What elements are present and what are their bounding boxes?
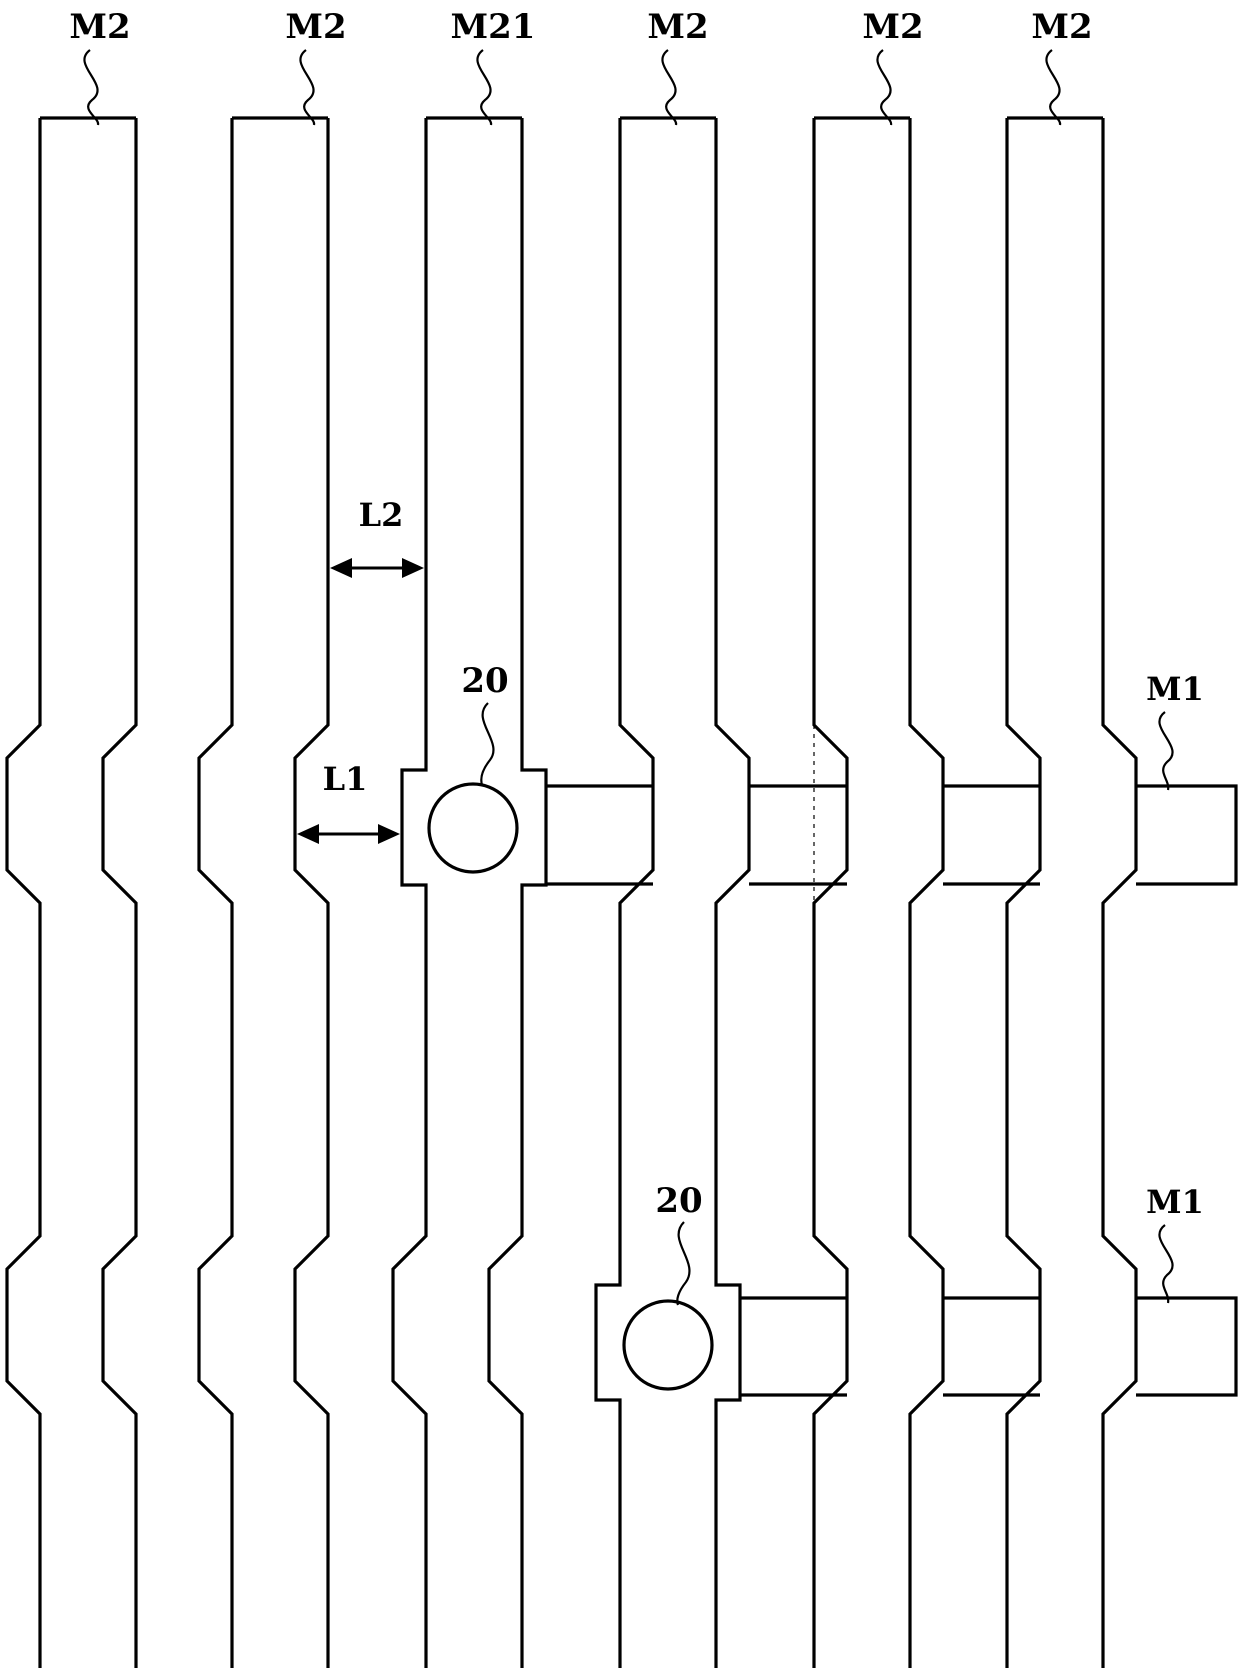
via-lower [624, 1301, 712, 1389]
m2-line-1-left-edge [7, 118, 40, 1668]
m21-line-right-edge [489, 118, 546, 1668]
connector-leader-lower [1159, 1225, 1172, 1303]
via-leader-lower [677, 1222, 689, 1305]
dimension-arrow-l1 [297, 824, 400, 844]
connector-leader-upper [1159, 712, 1172, 790]
via-leader-upper [481, 703, 493, 785]
m2-line-6-left-edge [1007, 118, 1040, 1668]
via-upper [429, 784, 517, 872]
line-label-3: M21 [451, 7, 536, 47]
line-label-1: M2 [69, 7, 130, 47]
m2-line-2-right-edge [295, 118, 328, 1668]
leader-line-5 [877, 50, 891, 125]
leader-line-1 [84, 50, 98, 125]
m21-line-left-edge [393, 118, 426, 1668]
via-label-lower: 20 [655, 1181, 702, 1221]
dimension-label-l1: L1 [323, 760, 368, 798]
line-label-2: M2 [285, 7, 346, 47]
m2-line-4-right-edge [716, 118, 749, 1668]
leader-line-6 [1046, 50, 1060, 125]
m2-line-2-left-edge [199, 118, 232, 1668]
line-label-6: M2 [1031, 7, 1092, 47]
m2-line-6-right-edge [1103, 118, 1136, 1668]
via-label-upper: 20 [461, 661, 508, 701]
connector-label-upper: M1 [1146, 670, 1204, 708]
m2-line-4-left-edge [596, 118, 653, 1668]
dimension-label-l2: L2 [359, 496, 404, 534]
leader-line-2 [300, 50, 314, 125]
line-label-5: M2 [862, 7, 923, 47]
m1-connector-lower [740, 1298, 1236, 1395]
line-label-4: M2 [647, 7, 708, 47]
connector-label-lower: M1 [1146, 1183, 1204, 1221]
m2-line-1-right-edge [103, 118, 136, 1668]
leader-line-4 [662, 50, 676, 125]
m2-line-5-left-edge [814, 118, 847, 1668]
dimension-arrow-l2 [330, 558, 424, 578]
leader-line-3 [477, 50, 491, 125]
m2-line-5-right-edge [910, 118, 943, 1668]
